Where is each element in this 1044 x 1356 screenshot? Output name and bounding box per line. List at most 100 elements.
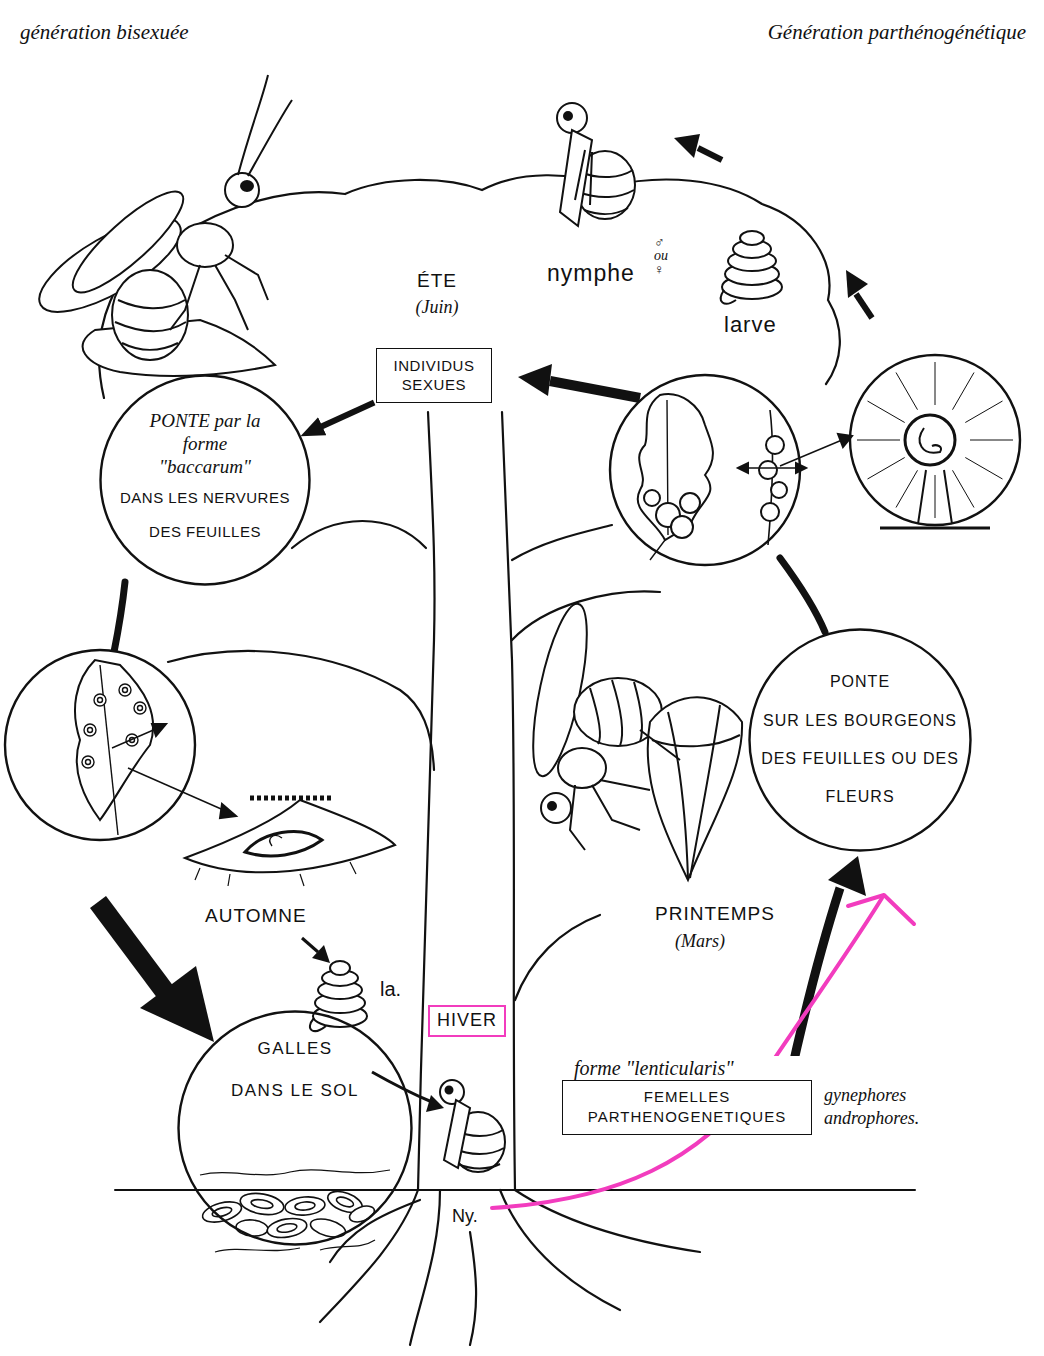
gall-cross-section [250, 796, 332, 801]
soil-galls-drawing [200, 1170, 390, 1252]
cycle-link [114, 582, 125, 652]
leaf-egg-circle [128, 768, 228, 812]
oak-tree-outline [410, 1190, 440, 1345]
month-note: (Mars) [673, 931, 727, 953]
cycle-arrow [828, 856, 866, 896]
leaf-egg-circle [138, 706, 143, 711]
soil-galls-drawing [309, 1216, 348, 1241]
oak-tree-outline [515, 915, 600, 1000]
generation-note: Génération parthénogénétique [766, 20, 1028, 45]
cycle-arrow [98, 902, 166, 993]
oak-tree-outline [292, 521, 426, 548]
gall-section-circle [850, 355, 1020, 525]
adult-wasp-drawing [241, 181, 253, 191]
generation-note: génération bisexuée [18, 20, 191, 45]
node-text: DANS LE SOL [231, 1080, 359, 1102]
cycle-arrow [372, 1072, 432, 1102]
leaf-egg-circle [152, 724, 166, 736]
pupa-drawing [575, 150, 592, 205]
leaf-gall-circle [738, 463, 806, 473]
autumn-larva-drawing [330, 961, 350, 975]
leaf-gall-circle [644, 490, 660, 506]
highlight-arrow [492, 895, 914, 1208]
oak-tree-outline [500, 1190, 620, 1310]
node-text: PONTE [830, 663, 890, 701]
node-text: GALLES [257, 1038, 332, 1060]
leaf-gall-circle [766, 436, 784, 454]
cycle-arrow [550, 381, 640, 398]
winter-pupa-drawing [440, 1080, 505, 1172]
soil-galls-drawing [200, 1198, 243, 1226]
soil-galls-drawing [250, 1198, 273, 1210]
soil-galls-drawing [215, 1240, 375, 1252]
leaf-egg-circle [112, 728, 158, 748]
node-text: INDIVIDUS SEXUES [386, 356, 482, 395]
highlight-arrow [492, 898, 882, 1208]
soil-galls-drawing [235, 1219, 268, 1238]
oak-tree-outline [502, 412, 515, 1190]
cycle-arrow [846, 270, 868, 298]
female-box: forme "lenticularis" FEMELLES PARTHENOGEN… [562, 1056, 812, 1135]
cycle-arrow [790, 888, 840, 1078]
circle-outline [179, 1012, 412, 1245]
leaf-gall-circle [771, 482, 787, 498]
adult-wasp-drawing [225, 173, 259, 207]
stage-label: la. [378, 977, 403, 1001]
leaf-gall-circle [650, 400, 668, 560]
season-box: HIVER [428, 1005, 506, 1037]
flow-arrow [315, 402, 374, 429]
adult-wasp-drawing [115, 300, 186, 350]
larva-drawing [740, 231, 764, 245]
leaf-egg-circle [84, 724, 96, 736]
soil-gall-circle: GALLES DANS LE SOL [177, 1010, 413, 1246]
node-text: HIVER [437, 1010, 497, 1032]
circle-outline [750, 630, 971, 851]
box-frame: FEMELLES PARTHENOGENETIQUES [562, 1080, 812, 1135]
leaf-egg-circle [5, 650, 236, 840]
adult-wasp-drawing [27, 75, 292, 376]
gall-section-circle [850, 355, 1020, 528]
highlight-arrow [848, 895, 914, 924]
leaf-egg-circle [86, 760, 91, 765]
spring-wasp-drawing [548, 802, 556, 810]
larva-drawing [721, 290, 736, 304]
spring-wasp-drawing [652, 705, 740, 878]
leaf-egg-circle [119, 684, 131, 696]
circle-content: PONTE par la forme "baccarum"DANS LES NE… [99, 374, 311, 586]
gall-section-circle [857, 362, 1013, 518]
gall-section-circle [918, 470, 952, 524]
stage-box: INDIVIDUS SEXUES [376, 348, 492, 403]
leaf-egg-circle [88, 728, 93, 733]
adult-wasp-drawing [177, 223, 233, 267]
node-text: SUR LES BOURGEONS DES FEUILLES OU DES FL… [760, 702, 960, 817]
oak-tree-outline [418, 412, 435, 1190]
gall-section-circle [905, 415, 955, 465]
node-text: FEMELLES PARTHENOGENETIQUES [573, 1087, 801, 1128]
leaf-gall-circle [610, 375, 852, 565]
gall-section-circle [880, 527, 990, 530]
leaf-gall-circle [680, 493, 700, 513]
gall-cross-section [270, 836, 282, 846]
oak-tree-outline [512, 525, 612, 560]
soil-galls-drawing [295, 1201, 316, 1211]
spring-wasp-drawing [558, 748, 606, 788]
soil-galls-drawing [335, 1195, 355, 1209]
leaf-egg-circle [100, 665, 118, 835]
adult-wasp-drawing [238, 75, 292, 176]
pupa-drawing [560, 130, 592, 226]
cycle-arrow [518, 364, 552, 396]
leaf-egg-circle [5, 650, 195, 840]
leaf-egg-circle [94, 694, 106, 706]
winter-pupa-drawing [440, 1080, 464, 1104]
soil-galls-drawing [266, 1216, 309, 1241]
season-label: PRINTEMPS [653, 903, 777, 926]
pupa-drawing [557, 103, 635, 226]
spring-wasp-drawing [522, 600, 742, 880]
oak-tree-outline [515, 1190, 700, 1252]
cycle-arrow [98, 134, 872, 1112]
cycle-arrow [698, 148, 722, 160]
leaf-gall-circle [838, 434, 852, 447]
node-text: forme "lenticularis" [574, 1056, 812, 1080]
spring-wasp-drawing [541, 793, 571, 823]
spring-wasp-drawing [570, 730, 680, 850]
